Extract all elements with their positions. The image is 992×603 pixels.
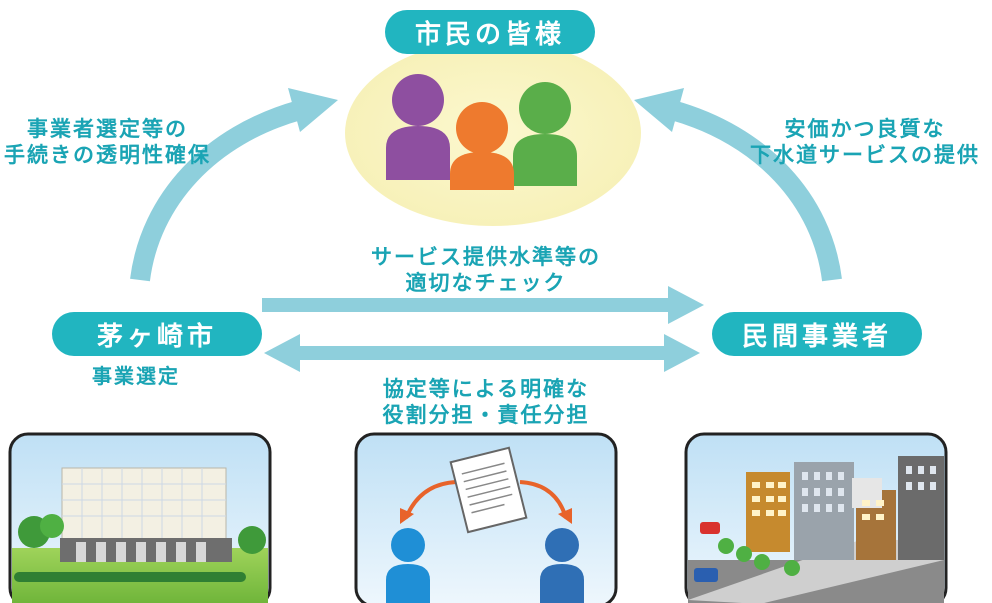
left-curved-arrow (130, 88, 338, 282)
city-sub-label: 事業選定 (92, 364, 180, 388)
business-label: 民間事業者 (741, 321, 892, 352)
person-orange-icon (450, 102, 514, 190)
arrow-city-to-business (262, 286, 704, 324)
person-purple-icon (386, 74, 450, 180)
city-label: 茅ヶ崎市 (96, 321, 217, 352)
citizens-label: 市民の皆様 (414, 19, 565, 50)
left-arrow-caption: 事業者選定等の 手続きの透明性確保 (4, 117, 211, 168)
top-middle-caption: サービス提供水準等の 適切なチェック (371, 245, 601, 296)
city-pill: 茅ヶ崎市 (52, 312, 262, 356)
city-buildings-illustration (684, 432, 948, 603)
business-pill: 民間事業者 (712, 312, 922, 356)
citizens-pill: 市民の皆様 (385, 10, 595, 54)
document-exchange-illustration (354, 432, 618, 603)
bottom-middle-caption: 協定等による明確な 役割分担・責任分担 (382, 377, 590, 428)
double-arrow (264, 334, 700, 372)
city-hall-illustration (8, 432, 272, 603)
person-green-icon (513, 82, 577, 186)
right-curved-arrow (634, 88, 842, 282)
right-arrow-caption: 安価かつ良質な 下水道サービスの提供 (750, 117, 980, 168)
